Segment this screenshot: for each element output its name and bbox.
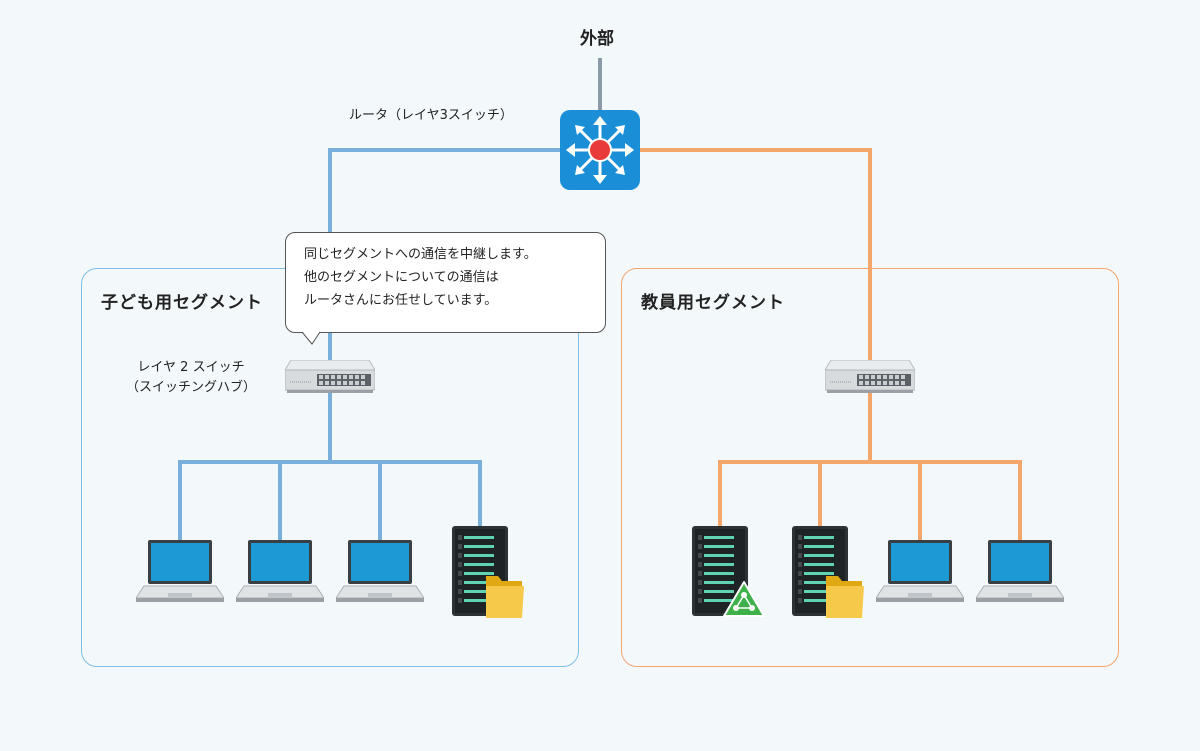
laptop-icon: [236, 540, 324, 602]
bubble-tail: [301, 331, 321, 345]
children-segment-title: 子ども用セグメント: [101, 293, 263, 313]
file-server-icon: [452, 526, 524, 618]
staff-wires: [638, 148, 1022, 540]
network-switch-icon: [825, 360, 915, 393]
staff-segment-title: 教員用セグメント: [641, 293, 785, 313]
laptop-icon: [136, 540, 224, 602]
file-server-icon: [792, 526, 864, 618]
share-server-icon: [692, 526, 765, 617]
bubble-line1: 同じセグメントへの通信を中継します。: [304, 247, 537, 262]
switch-label-line1: レイヤ 2 スイッチ: [137, 360, 245, 375]
l3-switch-icon: [560, 110, 640, 190]
bubble-line2: 他のセグメントについての通信は: [304, 270, 499, 285]
staff-segment-box: [621, 268, 1119, 667]
router-label: ルータ（レイヤ3スイッチ）: [349, 108, 513, 123]
switch-speech-bubble: 同じセグメントへの通信を中継します。 他のセグメントについての通信は ルータさん…: [285, 232, 606, 333]
laptop-icon: [336, 540, 424, 602]
laptop-icon: [876, 540, 964, 602]
bubble-line3: ルータさんにお任せしています。: [304, 293, 498, 308]
switch-label-line2: （スイッチングハブ）: [125, 380, 256, 395]
network-switch-icon: [285, 360, 375, 393]
laptop-icon: [976, 540, 1064, 602]
switch-label: レイヤ 2 スイッチ （スイッチングハブ）: [121, 358, 261, 398]
external-label: 外部: [580, 29, 614, 49]
